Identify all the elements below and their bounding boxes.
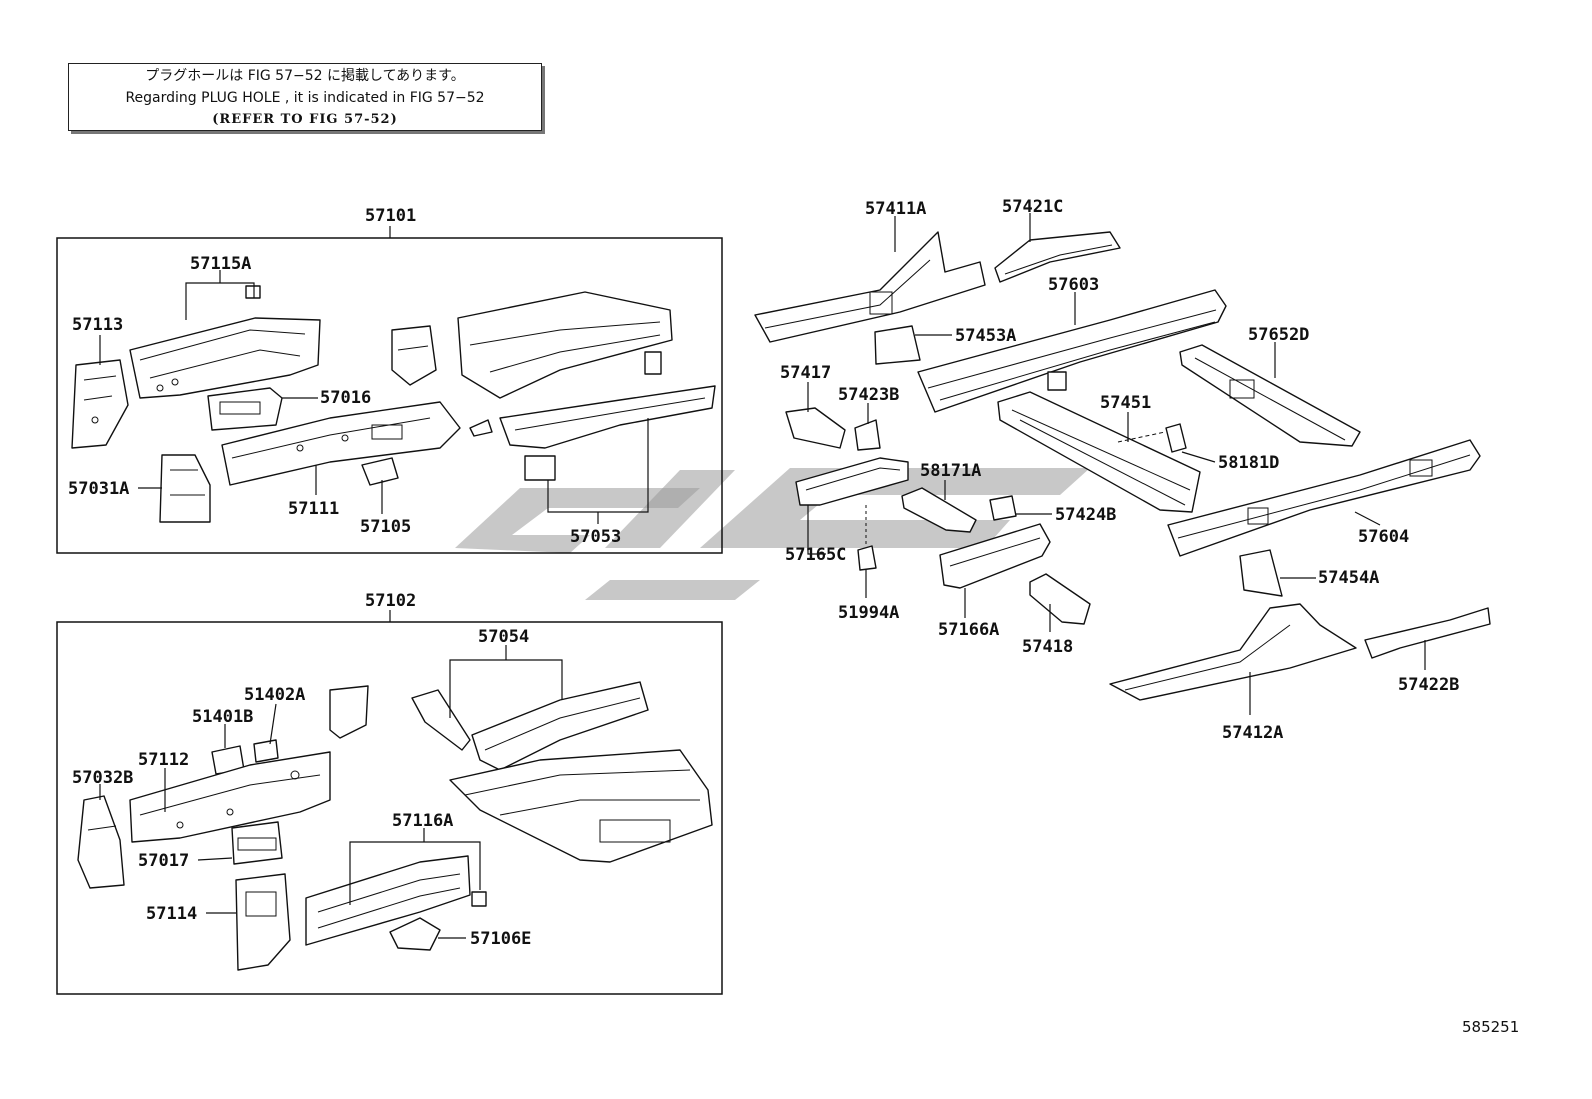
part-58181D[interactable] bbox=[1165, 423, 1187, 453]
label-57603: 57603 bbox=[1048, 275, 1099, 295]
label-57054: 57054 bbox=[478, 627, 529, 647]
leader-57115A bbox=[185, 282, 255, 320]
leader-57165C bbox=[807, 505, 826, 555]
part-57603[interactable] bbox=[917, 289, 1227, 413]
group-57102-label: 57102 bbox=[365, 591, 416, 611]
part-bracket-upper[interactable] bbox=[391, 325, 437, 386]
leader-57017 bbox=[197, 857, 233, 861]
label-57106E: 57106E bbox=[470, 929, 531, 949]
part-57166A[interactable] bbox=[939, 523, 1051, 589]
label-57016: 57016 bbox=[320, 388, 371, 408]
watermark-logo bbox=[455, 468, 1090, 600]
label-51401B: 51401B bbox=[192, 707, 253, 727]
label-57417: 57417 bbox=[780, 363, 831, 383]
label-57411A: 57411A bbox=[865, 199, 926, 219]
label-57604: 57604 bbox=[1358, 527, 1409, 547]
part-57412A[interactable] bbox=[1109, 603, 1357, 701]
label-57451: 57451 bbox=[1100, 393, 1151, 413]
part-57105[interactable] bbox=[361, 457, 399, 486]
label-57421C: 57421C bbox=[1002, 197, 1063, 217]
part-57115A[interactable] bbox=[129, 285, 321, 399]
notice-reference-line: (REFER TO FIG 57-52) bbox=[212, 112, 398, 127]
part-57113[interactable] bbox=[71, 359, 129, 449]
label-58171A: 58171A bbox=[920, 461, 981, 481]
notice-english-line: Regarding PLUG HOLE , it is indicated in… bbox=[125, 90, 485, 106]
label-51994A: 51994A bbox=[838, 603, 899, 623]
part-57451[interactable] bbox=[997, 391, 1201, 513]
label-57114: 57114 bbox=[146, 904, 197, 924]
part-57165C[interactable] bbox=[795, 457, 909, 545]
label-57111: 57111 bbox=[288, 499, 339, 519]
part-57411A[interactable] bbox=[754, 231, 986, 343]
leader-57116A bbox=[349, 841, 481, 905]
part-58171A[interactable] bbox=[901, 487, 977, 533]
plug-hole-notice: プラグホールは FIG 57−52 に掲載してあります。 Regarding P… bbox=[68, 63, 542, 131]
part-57016[interactable] bbox=[207, 387, 283, 431]
part-57423B[interactable] bbox=[854, 419, 881, 451]
part-51994A[interactable] bbox=[857, 545, 877, 571]
part-57111-clip[interactable] bbox=[469, 419, 493, 437]
label-57412A: 57412A bbox=[1222, 723, 1283, 743]
group-57101-label: 57101 bbox=[365, 206, 416, 226]
label-57454A: 57454A bbox=[1318, 568, 1379, 588]
part-57417[interactable] bbox=[785, 407, 846, 449]
part-57111[interactable] bbox=[221, 401, 461, 486]
leader-51402A bbox=[269, 703, 277, 745]
part-57418[interactable] bbox=[1029, 573, 1091, 625]
label-57113: 57113 bbox=[72, 315, 123, 335]
part-57114[interactable] bbox=[235, 873, 291, 971]
label-57116A: 57116A bbox=[392, 811, 453, 831]
label-57017: 57017 bbox=[138, 851, 189, 871]
part-57017[interactable] bbox=[231, 821, 283, 865]
part-51402A[interactable] bbox=[329, 685, 369, 739]
figure-code: 585251 bbox=[1462, 1018, 1519, 1036]
part-57032B[interactable] bbox=[77, 795, 125, 889]
label-58181D: 58181D bbox=[1218, 453, 1279, 473]
leader-57604 bbox=[1354, 511, 1381, 526]
part-57116A[interactable] bbox=[305, 855, 487, 946]
part-57424B[interactable] bbox=[989, 495, 1017, 521]
label-51402A: 51402A bbox=[244, 685, 305, 705]
label-57166A: 57166A bbox=[938, 620, 999, 640]
part-57454A[interactable] bbox=[1239, 549, 1283, 597]
part-floor-front-upper[interactable] bbox=[457, 291, 673, 399]
label-57453A: 57453A bbox=[955, 326, 1016, 346]
part-57112[interactable] bbox=[129, 751, 331, 843]
part-57031A[interactable] bbox=[159, 454, 211, 523]
part-57422B[interactable] bbox=[1364, 607, 1491, 659]
leader-58181D bbox=[1181, 451, 1216, 463]
label-57105: 57105 bbox=[360, 517, 411, 537]
label-57031A: 57031A bbox=[68, 479, 129, 499]
part-57652D[interactable] bbox=[1179, 344, 1361, 447]
label-57115A: 57115A bbox=[190, 254, 251, 274]
part-57453A[interactable] bbox=[874, 325, 921, 365]
label-57112: 57112 bbox=[138, 750, 189, 770]
part-57054-a[interactable] bbox=[411, 689, 471, 751]
part-57604[interactable] bbox=[1167, 439, 1481, 557]
part-57054-b[interactable] bbox=[471, 681, 649, 771]
label-57165C: 57165C bbox=[785, 545, 846, 565]
label-57422B: 57422B bbox=[1398, 675, 1459, 695]
notice-japanese-line: プラグホールは FIG 57−52 に掲載してあります。 bbox=[145, 68, 465, 84]
label-57652D: 57652D bbox=[1248, 325, 1309, 345]
part-57053[interactable] bbox=[499, 385, 716, 481]
part-57106E[interactable] bbox=[389, 917, 441, 951]
label-57423B: 57423B bbox=[838, 385, 899, 405]
part-floor-front-lower[interactable] bbox=[449, 749, 713, 863]
label-57053: 57053 bbox=[570, 527, 621, 547]
label-57032B: 57032B bbox=[72, 768, 133, 788]
label-57424B: 57424B bbox=[1055, 505, 1116, 525]
label-57418: 57418 bbox=[1022, 637, 1073, 657]
